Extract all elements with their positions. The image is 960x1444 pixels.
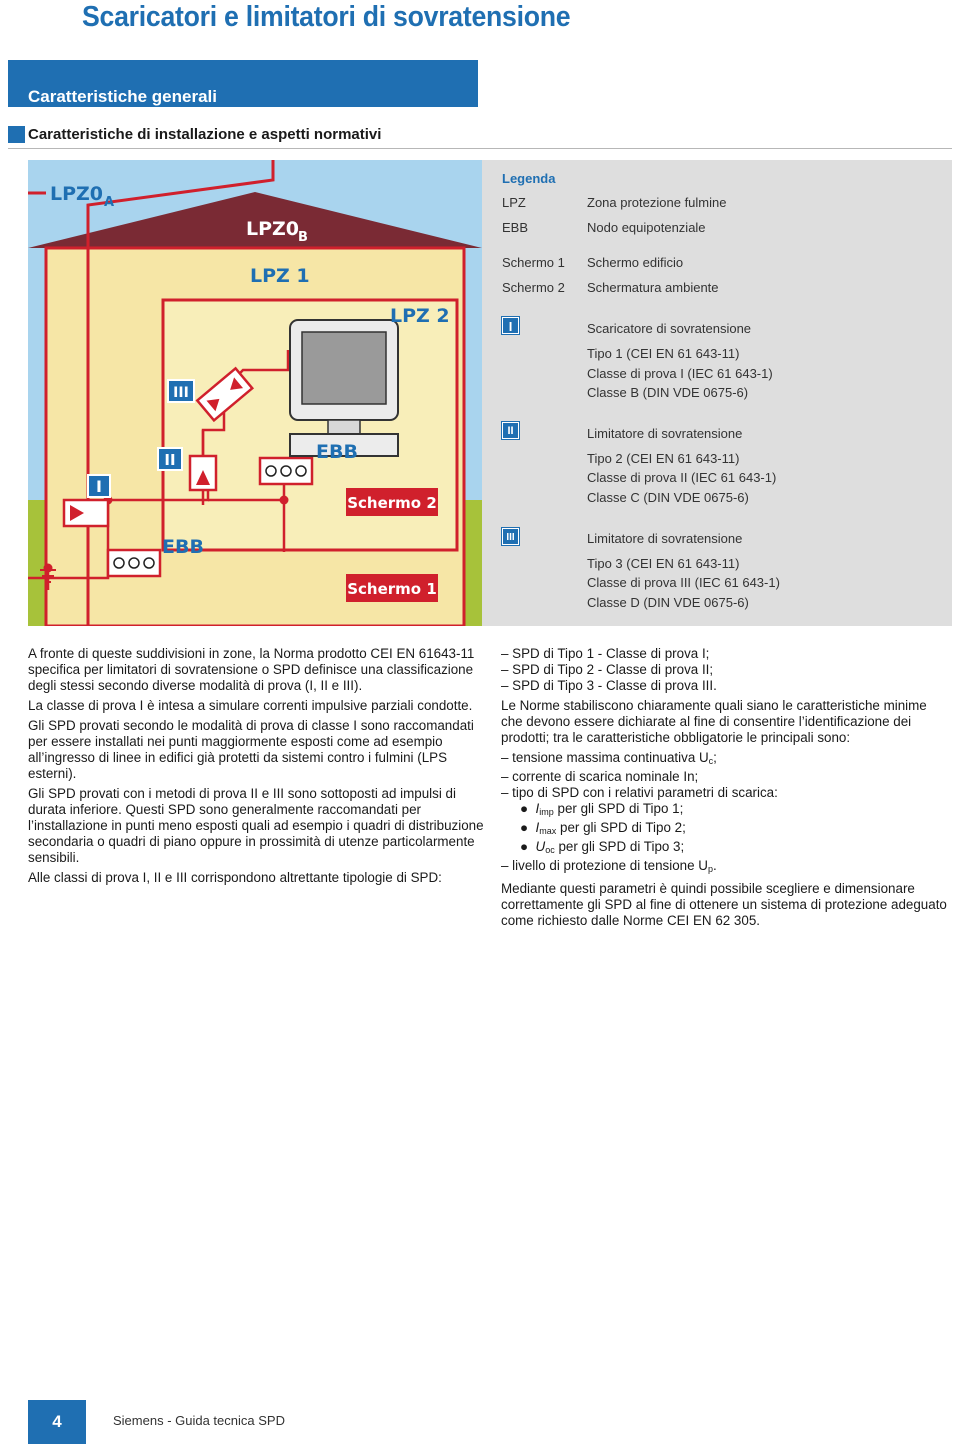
label-lpz0b: LPZ0 xyxy=(246,218,299,240)
label-ebb-main: EBB xyxy=(162,536,204,558)
spd-type3-device xyxy=(195,366,255,423)
label-lpz2: LPZ 2 xyxy=(390,305,450,327)
left-text-column: A fronte di queste suddivisioni in zone,… xyxy=(28,646,488,890)
legend-shield2-key: Schermo 2 xyxy=(502,280,565,295)
left-paragraph-4: Gli SPD provati con i metodi di prova II… xyxy=(28,786,484,865)
left-paragraph-3: Gli SPD provati secondo le modalità di p… xyxy=(28,718,474,781)
legend-type1-line4: Classe B (DIN VDE 0675-6) xyxy=(587,385,749,400)
legend-symbol-type3: III xyxy=(501,527,520,546)
right-paragraph-2: Mediante questi parametri è quindi possi… xyxy=(501,881,947,928)
subsection-divider xyxy=(8,148,952,149)
spd-type-item: – SPD di Tipo 3 - Classe di prova III. xyxy=(501,678,717,693)
label-shield2: Schermo 2 xyxy=(347,494,437,512)
label-lpz0b-sub: B xyxy=(298,230,308,245)
svg-text:III: III xyxy=(173,385,189,401)
legend-shield1-value: Schermo edificio xyxy=(587,255,684,270)
label-ebb-room: EBB xyxy=(316,441,358,463)
right-text-column: – SPD di Tipo 1 - Classe di prova I; – S… xyxy=(501,646,951,933)
legend-type3-line4: Classe D (DIN VDE 0675-6) xyxy=(587,595,749,610)
symbol-spd-type1: I xyxy=(87,474,111,498)
lightning-protection-zones-figure: I II III LPZ0 A LPZ0 B LPZ 1 LPZ 2 EBB E… xyxy=(28,160,952,626)
item-up: – livello di protezione di tensione Up. xyxy=(501,858,717,874)
svg-text:I: I xyxy=(96,477,102,496)
bullet-iimp: ● Iimp per gli SPD di Tipo 1; xyxy=(520,801,684,817)
legend-type3-line2: Tipo 3 (CEI EN 61 643-11) xyxy=(587,556,740,571)
legend-type3-line1: Limitatore di sovratensione xyxy=(587,531,743,546)
legend-shield2-value: Schermatura ambiente xyxy=(587,280,719,295)
svg-text:II: II xyxy=(164,451,175,469)
legend-type2-line4: Classe C (DIN VDE 0675-6) xyxy=(587,490,749,505)
computer-icon xyxy=(289,319,399,457)
page-title: Scaricatori e limitatori di sovratension… xyxy=(82,1,571,33)
legend-type1-line2: Tipo 1 (CEI EN 61 643-11) xyxy=(587,346,740,361)
item-spd-params: – tipo di SPD con i relativi parametri d… xyxy=(501,785,778,800)
legend-type1-line1: Scaricatore di sovratensione xyxy=(587,321,752,336)
ebb-bar-main xyxy=(106,548,162,578)
section-header: Caratteristiche generali xyxy=(8,60,478,107)
legend-type1-line3: Classe di prova I (IEC 61 643-1) xyxy=(587,366,773,381)
ebb-bar-room xyxy=(258,456,314,486)
legend-shield1-key: Schermo 1 xyxy=(502,255,565,270)
legend-type3-line3: Classe di prova III (IEC 61 643-1) xyxy=(587,575,780,590)
left-paragraph-1: A fronte di queste suddivisioni in zone,… xyxy=(28,646,475,693)
section-title: Caratteristiche generali xyxy=(28,87,217,106)
building-shield-outline xyxy=(44,246,466,626)
legend-panel: Legenda LPZ Zona protezione fulmine EBB … xyxy=(482,160,952,626)
right-paragraph-1: Le Norme stabiliscono chiaramente quali … xyxy=(501,698,927,745)
legend-lpz-value: Zona protezione fulmine xyxy=(587,195,727,210)
label-lpz0a-sub: A xyxy=(104,195,114,210)
roof xyxy=(28,192,482,248)
legend-symbol-type2: II xyxy=(501,421,520,440)
shield1-badge xyxy=(346,574,438,602)
left-paragraph-5: Alle classi di prova I, II e III corrisp… xyxy=(28,870,442,885)
item-in: – corrente di scarica nominale In; xyxy=(501,769,699,784)
subsection-title: Caratteristiche di installazione e aspet… xyxy=(28,126,382,143)
legend-symbol-type1: I xyxy=(501,316,520,335)
legend-lpz-key: LPZ xyxy=(502,195,526,210)
label-shield1: Schermo 1 xyxy=(347,580,437,598)
spd-type-item: – SPD di Tipo 2 - Classe di prova II; xyxy=(501,662,714,677)
subsection-marker xyxy=(8,126,25,143)
shield2-badge xyxy=(346,488,438,516)
house-diagram: I II III LPZ0 A LPZ0 B LPZ 1 LPZ 2 EBB E… xyxy=(28,160,482,626)
legend-type2-line2: Tipo 2 (CEI EN 61 643-11) xyxy=(587,451,740,466)
symbol-spd-type3: III xyxy=(167,379,195,403)
spd-type-item: – SPD di Tipo 1 - Classe di prova I; xyxy=(501,646,710,661)
bullet-uoc: ● Uoc per gli SPD di Tipo 3; xyxy=(520,839,685,855)
footer-text: Siemens - Guida tecnica SPD xyxy=(113,1413,285,1428)
legend-ebb-value: Nodo equipotenziale xyxy=(587,220,706,235)
item-uc: – tensione massima continuativa Uc; xyxy=(501,750,717,766)
legend-ebb-key: EBB xyxy=(502,220,529,235)
symbol-spd-type2: II xyxy=(157,447,183,471)
legend-heading: Legenda xyxy=(502,171,556,186)
label-lpz1: LPZ 1 xyxy=(250,265,310,287)
left-paragraph-2: La classe di prova I è intesa a simulare… xyxy=(28,698,473,713)
legend-type2-line1: Limitatore di sovratensione xyxy=(587,426,743,441)
page-number: 4 xyxy=(28,1400,86,1444)
bullet-imax: ● Imax per gli SPD di Tipo 2; xyxy=(520,820,686,836)
label-lpz0a: LPZ0 xyxy=(50,183,103,205)
legend-type2-line3: Classe di prova II (IEC 61 643-1) xyxy=(587,470,777,485)
lightning-conductor xyxy=(86,160,275,626)
main-supply-wire xyxy=(28,515,110,580)
